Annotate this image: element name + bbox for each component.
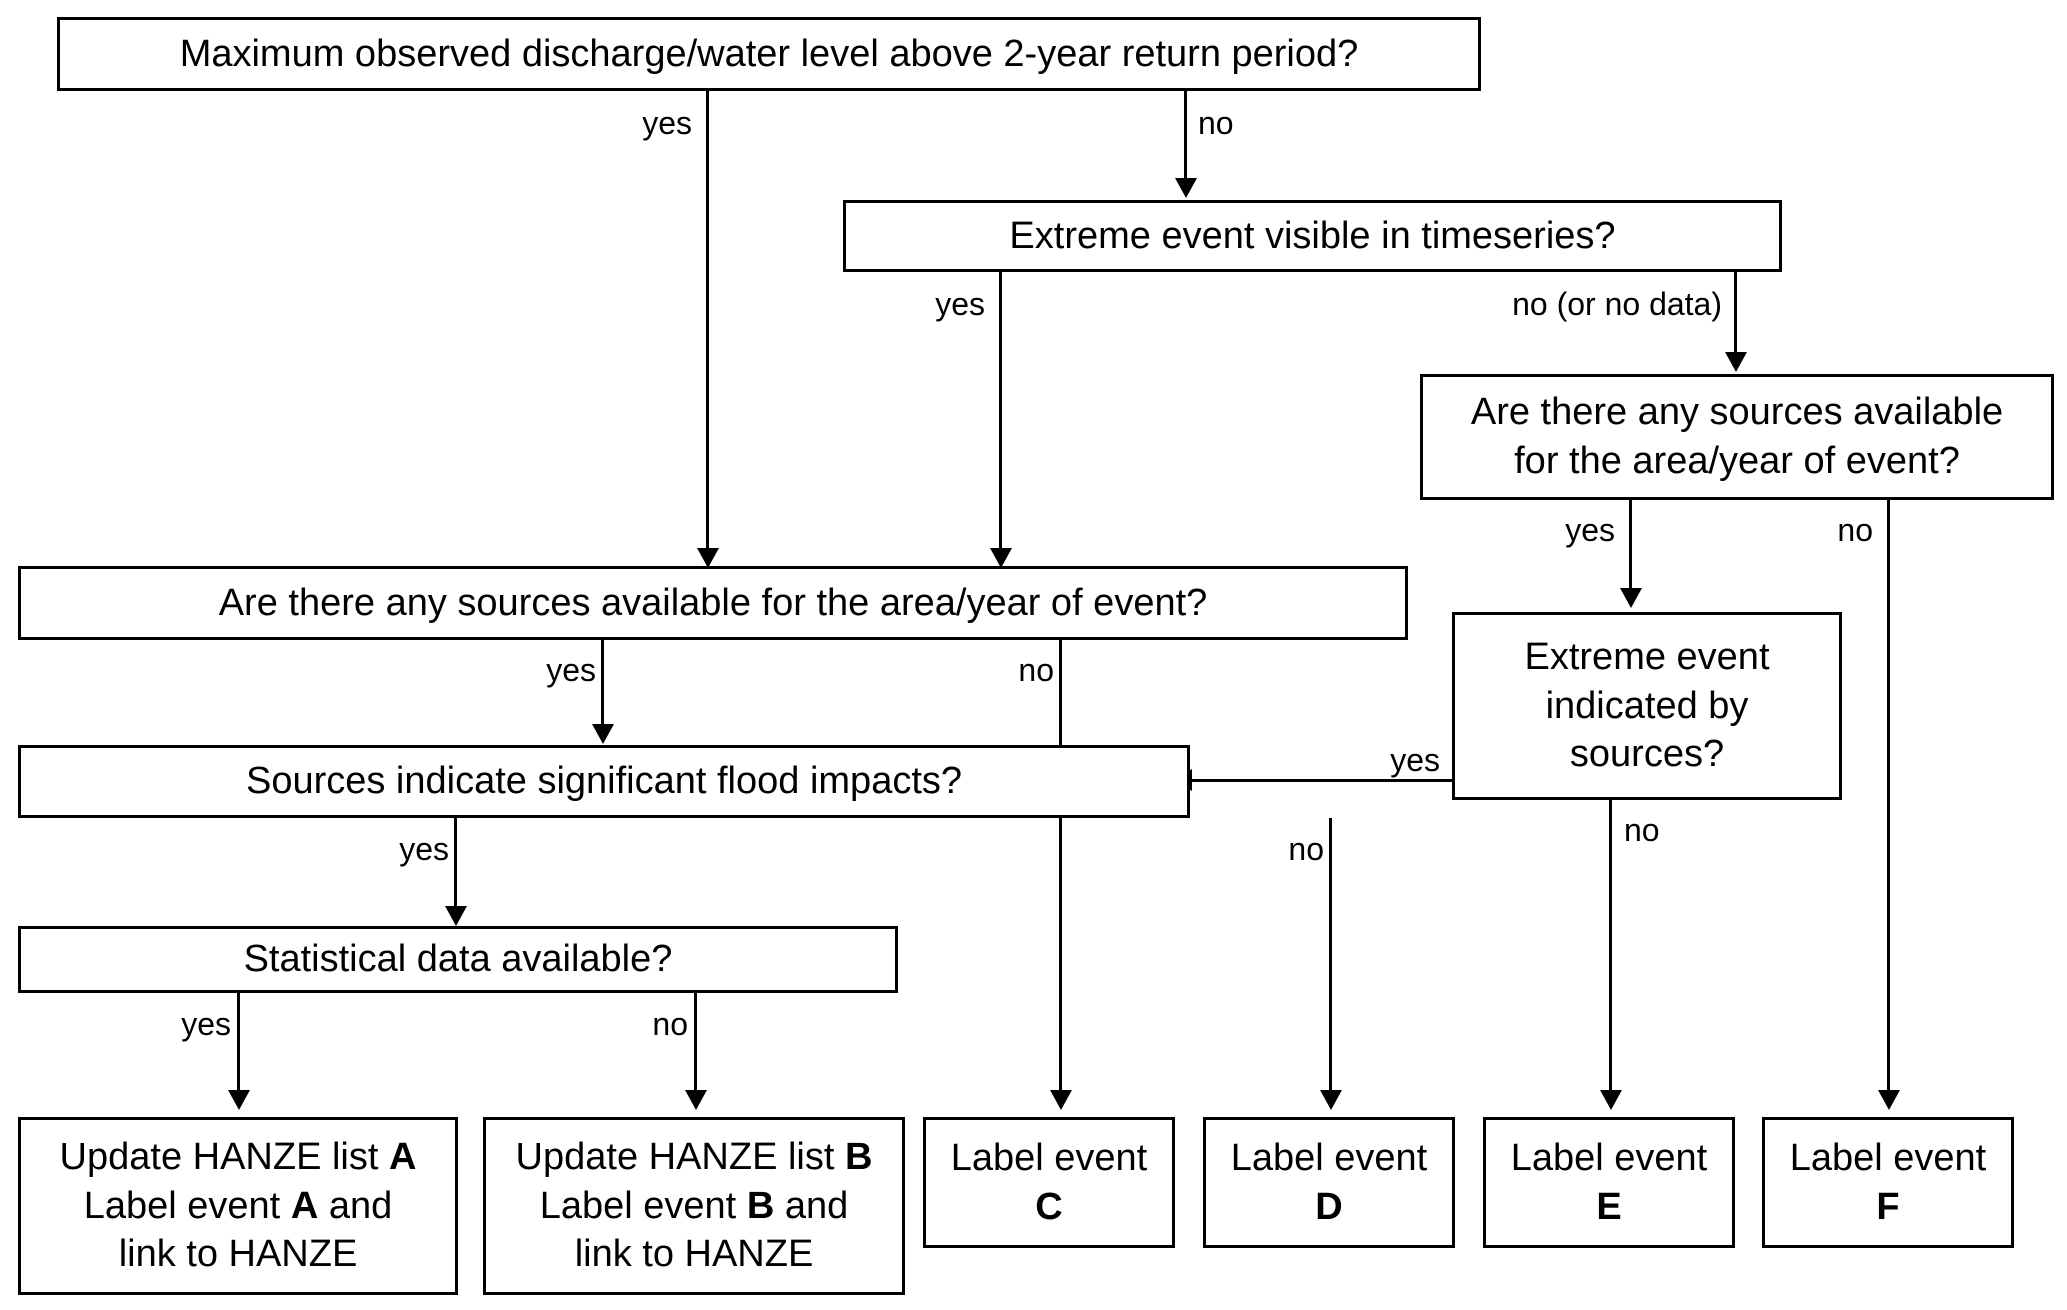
edge-label-sourcesright-yes: yes — [1565, 512, 1615, 548]
node-sources-available-right-line2: for the area/year of event? — [1514, 440, 1960, 482]
node-output-d-line1: Label event — [1230, 1136, 1428, 1179]
node-output-e[interactable]: Label event E — [1483, 1117, 1735, 1248]
edge-label-timeseries-no: no (or no data) — [1512, 286, 1722, 322]
edge-statistical-no-line — [694, 993, 697, 1092]
edge-sourcesright-yes-arrow — [1620, 588, 1642, 608]
edge-maxdischarge-no-line — [1184, 91, 1187, 181]
node-output-b-line3: link to HANZE — [574, 1233, 814, 1276]
edge-extremesources-no-line — [1609, 800, 1612, 1092]
node-flood-impacts-question[interactable]: Sources indicate significant flood impac… — [18, 745, 1190, 818]
edge-sourcesright-no-arrow — [1878, 1090, 1900, 1110]
node-output-f[interactable]: Label event F — [1762, 1117, 2014, 1248]
node-output-c-line2: C — [1035, 1185, 1063, 1228]
node-extreme-indicated-by-sources-question[interactable]: Extreme event indicated by sources? — [1452, 612, 1842, 800]
node-statistical-data-question[interactable]: Statistical data available? — [18, 926, 898, 993]
edge-floodimpacts-yes-arrow — [445, 906, 467, 926]
node-output-e-line1: Label event — [1510, 1136, 1708, 1179]
edge-extremesources-yes-line — [1190, 779, 1452, 782]
edge-sourcesleft-no-arrow — [1050, 1090, 1072, 1110]
node-output-b-line1: Update HANZE list B — [515, 1136, 873, 1179]
edge-statistical-yes-arrow — [228, 1090, 250, 1110]
edge-statistical-yes-line — [237, 993, 240, 1092]
edge-label-statistical-no: no — [652, 1006, 688, 1042]
node-output-c[interactable]: Label event C — [923, 1117, 1175, 1248]
node-sources-available-left-label: Are there any sources available for the … — [218, 581, 1208, 624]
edge-label-maxdischarge-no: no — [1198, 105, 1234, 141]
edge-floodimpacts-no-arrow — [1320, 1090, 1342, 1110]
node-max-discharge-label: Maximum observed discharge/water level a… — [179, 32, 1359, 75]
edge-timeseries-no-arrow — [1725, 352, 1747, 372]
edge-label-sourcesright-no: no — [1837, 512, 1873, 548]
node-sources-available-left-question[interactable]: Are there any sources available for the … — [18, 566, 1408, 640]
node-max-discharge-question[interactable]: Maximum observed discharge/water level a… — [57, 17, 1481, 91]
node-output-a-line3: link to HANZE — [118, 1233, 358, 1276]
node-extreme-indicated-line1: Extreme event — [1524, 636, 1770, 679]
edge-extremesources-no-arrow — [1600, 1090, 1622, 1110]
edge-timeseries-yes-line — [999, 272, 1002, 558]
edge-sourcesleft-no-line — [1059, 640, 1062, 1092]
node-output-c-line1: Label event — [950, 1136, 1148, 1179]
edge-statistical-no-arrow — [685, 1090, 707, 1110]
edge-label-maxdischarge-yes: yes — [642, 105, 692, 141]
node-output-f-line1: Label event — [1789, 1136, 1987, 1179]
edge-label-extremesources-no: no — [1624, 812, 1660, 848]
edge-label-floodimpacts-no: no — [1288, 831, 1324, 867]
node-extreme-timeseries-label: Extreme event visible in timeseries? — [1009, 214, 1616, 257]
node-output-a-line2: Label event A and — [83, 1184, 393, 1227]
edge-maxdischarge-yes-arrow — [697, 548, 719, 568]
edge-label-sourcesleft-yes: yes — [546, 652, 596, 688]
node-sources-available-right-line1: Are there any sources available — [1470, 391, 2004, 434]
node-output-a-line1: Update HANZE list A — [59, 1136, 417, 1179]
node-output-b-line2: Label event B and — [539, 1184, 849, 1227]
edge-maxdischarge-no-arrow — [1175, 178, 1197, 198]
node-extreme-timeseries-question[interactable]: Extreme event visible in timeseries? — [843, 200, 1782, 272]
node-extreme-indicated-line2: indicated by — [1545, 684, 1749, 727]
edge-sourcesleft-yes-line — [601, 640, 604, 728]
node-sources-available-right-question[interactable]: Are there any sources available for the … — [1420, 374, 2054, 500]
edge-maxdischarge-yes-line — [706, 91, 709, 558]
edge-timeseries-yes-arrow — [990, 548, 1012, 568]
edge-floodimpacts-no-line — [1329, 818, 1332, 1092]
edge-sourcesright-no-line — [1887, 500, 1890, 1092]
edge-sourcesleft-yes-arrow — [592, 724, 614, 744]
edge-timeseries-no-line — [1734, 272, 1737, 357]
edge-label-sourcesleft-no: no — [1018, 652, 1054, 688]
node-output-e-line2: E — [1596, 1185, 1622, 1228]
node-output-d[interactable]: Label event D — [1203, 1117, 1455, 1248]
node-output-f-line2: F — [1876, 1185, 1900, 1228]
node-output-a[interactable]: Update HANZE list A Label event A and li… — [18, 1117, 458, 1295]
edge-label-timeseries-yes: yes — [935, 286, 985, 322]
edge-label-statistical-yes: yes — [181, 1006, 231, 1042]
node-flood-impacts-label: Sources indicate significant flood impac… — [245, 760, 963, 803]
edge-floodimpacts-yes-line — [454, 818, 457, 908]
edge-label-extremesources-yes: yes — [1390, 742, 1440, 778]
node-output-b[interactable]: Update HANZE list B Label event B and li… — [483, 1117, 905, 1295]
node-statistical-data-label: Statistical data available? — [243, 938, 673, 981]
node-output-d-line2: D — [1315, 1185, 1343, 1228]
node-extreme-indicated-line3: sources? — [1569, 733, 1725, 776]
edge-label-floodimpacts-yes: yes — [399, 831, 449, 867]
edge-sourcesright-yes-line — [1629, 500, 1632, 591]
